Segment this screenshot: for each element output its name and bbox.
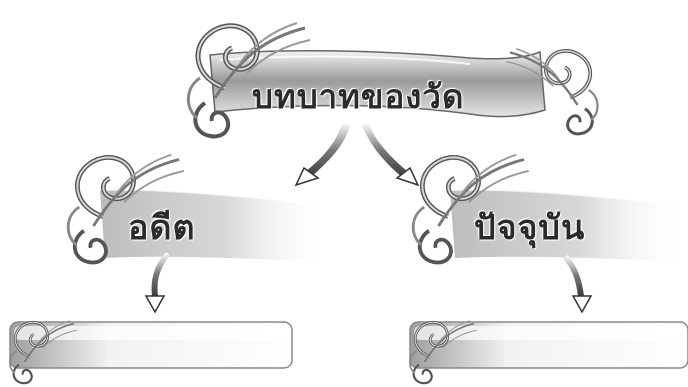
past-content-box xyxy=(8,319,293,385)
branch-label-present: ปัจจุบัน xyxy=(474,208,586,248)
arrow-to-past xyxy=(294,122,350,187)
arrow-to-present xyxy=(362,122,420,187)
present-banner xyxy=(413,155,688,263)
past-banner xyxy=(68,155,331,263)
present-content-box xyxy=(408,319,688,385)
title-banner xyxy=(188,23,600,136)
diagram-title: บทบาทของวัด xyxy=(252,77,465,116)
arrow-past-to-box xyxy=(144,252,170,314)
arrow-present-to-box xyxy=(562,255,593,314)
branch-label-past: อดีต xyxy=(128,208,196,248)
